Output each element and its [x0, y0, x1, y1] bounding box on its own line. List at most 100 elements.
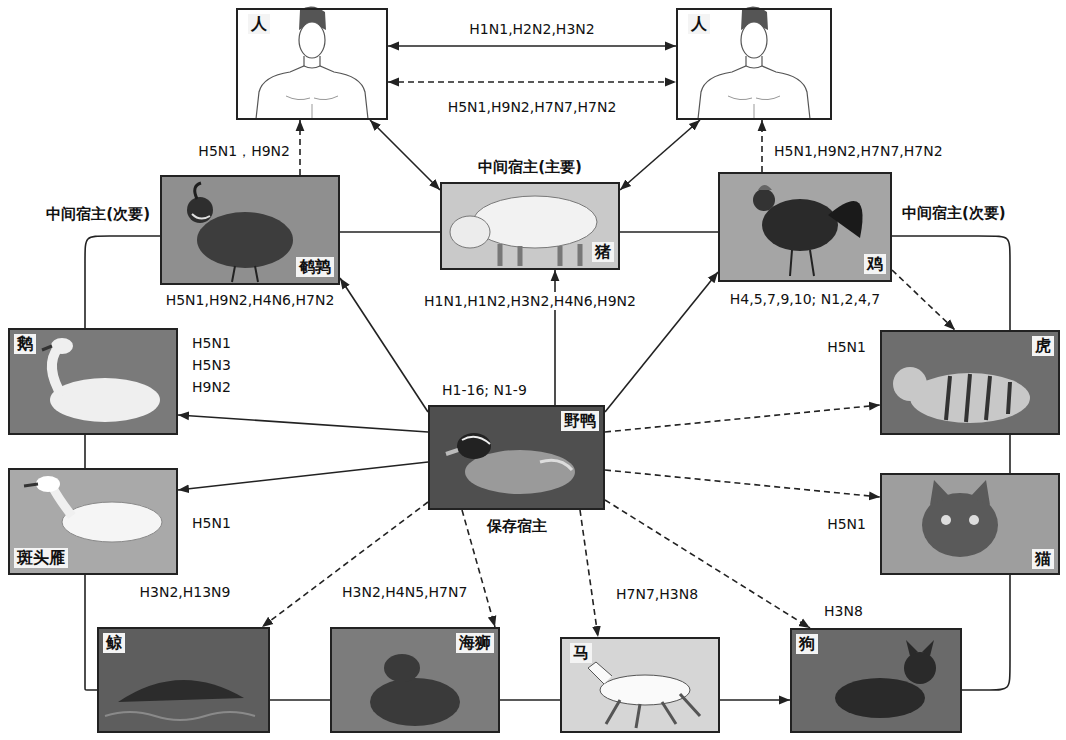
subtype-edge-label: H5N1，H9N2: [196, 142, 292, 160]
quail-photo: [160, 175, 340, 285]
host-name: 鸡: [864, 254, 886, 274]
whale-photo: [97, 627, 270, 733]
sea-lion-photo: [384, 654, 420, 682]
horse-photo: [588, 662, 612, 684]
host-role-heading: 中间宿主(次要): [44, 205, 152, 224]
bar-headed-goose-photo: [62, 502, 162, 542]
person-photo: [256, 6, 368, 119]
subtype-edge-label: H5N1,H9N2,H7N7,H7N2: [446, 98, 619, 116]
connector-group: [85, 46, 1010, 700]
chicken-photo: [762, 199, 838, 251]
quail-photo: [197, 212, 293, 268]
host-role-heading: 保存宿主: [485, 517, 549, 536]
quail-photo: [160, 175, 340, 285]
animal-host-box: 中间宿主(次要)鹌鹑H5N1,H9N2,H4N6,H7N2: [160, 175, 340, 285]
cat-photo: [880, 473, 1060, 575]
dog-photo: [904, 652, 936, 684]
transmission-arrow: [720, 699, 790, 701]
subtype-list: H5N1,H9N2,H4N6,H7N2: [164, 291, 337, 309]
animal-host-box: 马H7N7,H3N8: [560, 637, 720, 733]
ring-connector: [84, 435, 86, 468]
chicken-photo: [790, 250, 814, 276]
subtype-list: H1-16; N1-9: [440, 381, 529, 399]
subtype-list: H3N2,H13N9: [138, 583, 233, 601]
wild-duck-photo: [446, 450, 458, 454]
subtype-list: H5N1: [825, 338, 868, 356]
transmission-arrow: [605, 405, 880, 432]
dog-photo: [790, 628, 962, 733]
pig-photo: [500, 244, 580, 266]
horse-photo: [560, 637, 720, 733]
subtype-list: H1N1,H1N2,H3N2,H4N6,H9N2: [422, 292, 638, 310]
transmission-arrow: [605, 470, 880, 497]
sea-lion-photo: [330, 627, 500, 733]
transmission-arrow: [388, 81, 676, 83]
person-photo: [236, 6, 832, 120]
ring-connector: [1009, 435, 1011, 473]
dog-photo: [835, 678, 925, 718]
dog-photo: [790, 628, 962, 733]
human-host-box: 人: [236, 8, 388, 120]
wild-duck-photo: [428, 405, 605, 510]
horse-photo: [606, 694, 700, 728]
subtype-list: H7N7,H3N8: [614, 585, 700, 603]
transmission-arrow: [605, 500, 810, 628]
chicken-photo: [828, 201, 863, 238]
tiger-photo: [946, 374, 1010, 422]
host-name: 野鸭: [561, 411, 599, 431]
goose-photo: [50, 378, 160, 422]
tiger-photo: [880, 330, 1060, 435]
person-photo: [698, 6, 810, 119]
horse-photo: [600, 675, 690, 705]
ring-connector: [340, 231, 440, 233]
host-name: 猫: [1032, 549, 1054, 569]
dog-photo: [906, 640, 934, 656]
ring-connector: [892, 236, 1010, 330]
host-name: 猪: [592, 242, 614, 262]
pig-photo: [473, 196, 597, 248]
quail-photo: [195, 183, 201, 199]
chicken-photo: [718, 172, 892, 282]
pig-photo: [450, 216, 490, 248]
bar-headed-goose-photo: [8, 468, 178, 575]
host-name: 虎: [1032, 336, 1054, 356]
host-role-heading: 中间宿主(主要): [476, 158, 584, 177]
animal-host-box: 中间宿主(次要)鸡H4,5,7,9,10; N1,2,4,7: [718, 172, 892, 282]
chicken-photo: [753, 189, 775, 211]
goose-photo: [51, 338, 73, 354]
subtype-edge-label: H1N1,H2N2,H3N2: [467, 20, 596, 38]
goose-photo: [8, 328, 178, 435]
cat-photo: [941, 515, 951, 525]
ring-connector: [500, 699, 560, 701]
tiger-photo: [880, 330, 1060, 435]
host-role-heading: 中间宿主(次要): [900, 204, 1008, 223]
host-name: 鹅: [14, 334, 36, 354]
subtype-list: H3N2,H4N5,H7N7: [340, 583, 469, 601]
animal-host-box: 中间宿主(主要)猪H1N1,H1N2,H3N2,H4N6,H9N2: [440, 182, 620, 270]
wild-duck-photo: [428, 405, 605, 510]
transmission-arrow: [178, 415, 428, 432]
bar-headed-goose-photo: [36, 476, 60, 492]
tiger-photo: [893, 367, 927, 401]
animal-host-box: 斑头雁H5N1: [8, 468, 178, 575]
ring-connector: [270, 699, 330, 701]
host-name: 鲸: [103, 633, 125, 653]
transmission-arrow: [299, 120, 301, 175]
animal-host-box: 虎H5N1: [880, 330, 1060, 435]
transmission-arrow: [761, 120, 763, 172]
quail-photo: [232, 266, 258, 282]
subtype-edge-label: H5N1,H9N2,H7N7,H7N2: [772, 142, 945, 160]
transmission-arrow: [388, 45, 676, 47]
tiger-photo: [910, 373, 1030, 423]
whale-photo: [118, 680, 244, 702]
goose-photo: [42, 346, 52, 350]
animal-host-box: 鲸H3N2,H13N9: [97, 627, 270, 733]
host-name: 马: [570, 643, 592, 663]
transmission-arrow: [340, 278, 428, 412]
host-name: 人: [688, 14, 710, 34]
pig-photo: [440, 182, 620, 270]
host-name: 狗: [796, 634, 818, 654]
pig-photo: [440, 182, 620, 270]
subtype-list: H4,5,7,9,10; N1,2,4,7: [728, 290, 882, 308]
animal-host-box: 猫H5N1: [880, 473, 1060, 575]
